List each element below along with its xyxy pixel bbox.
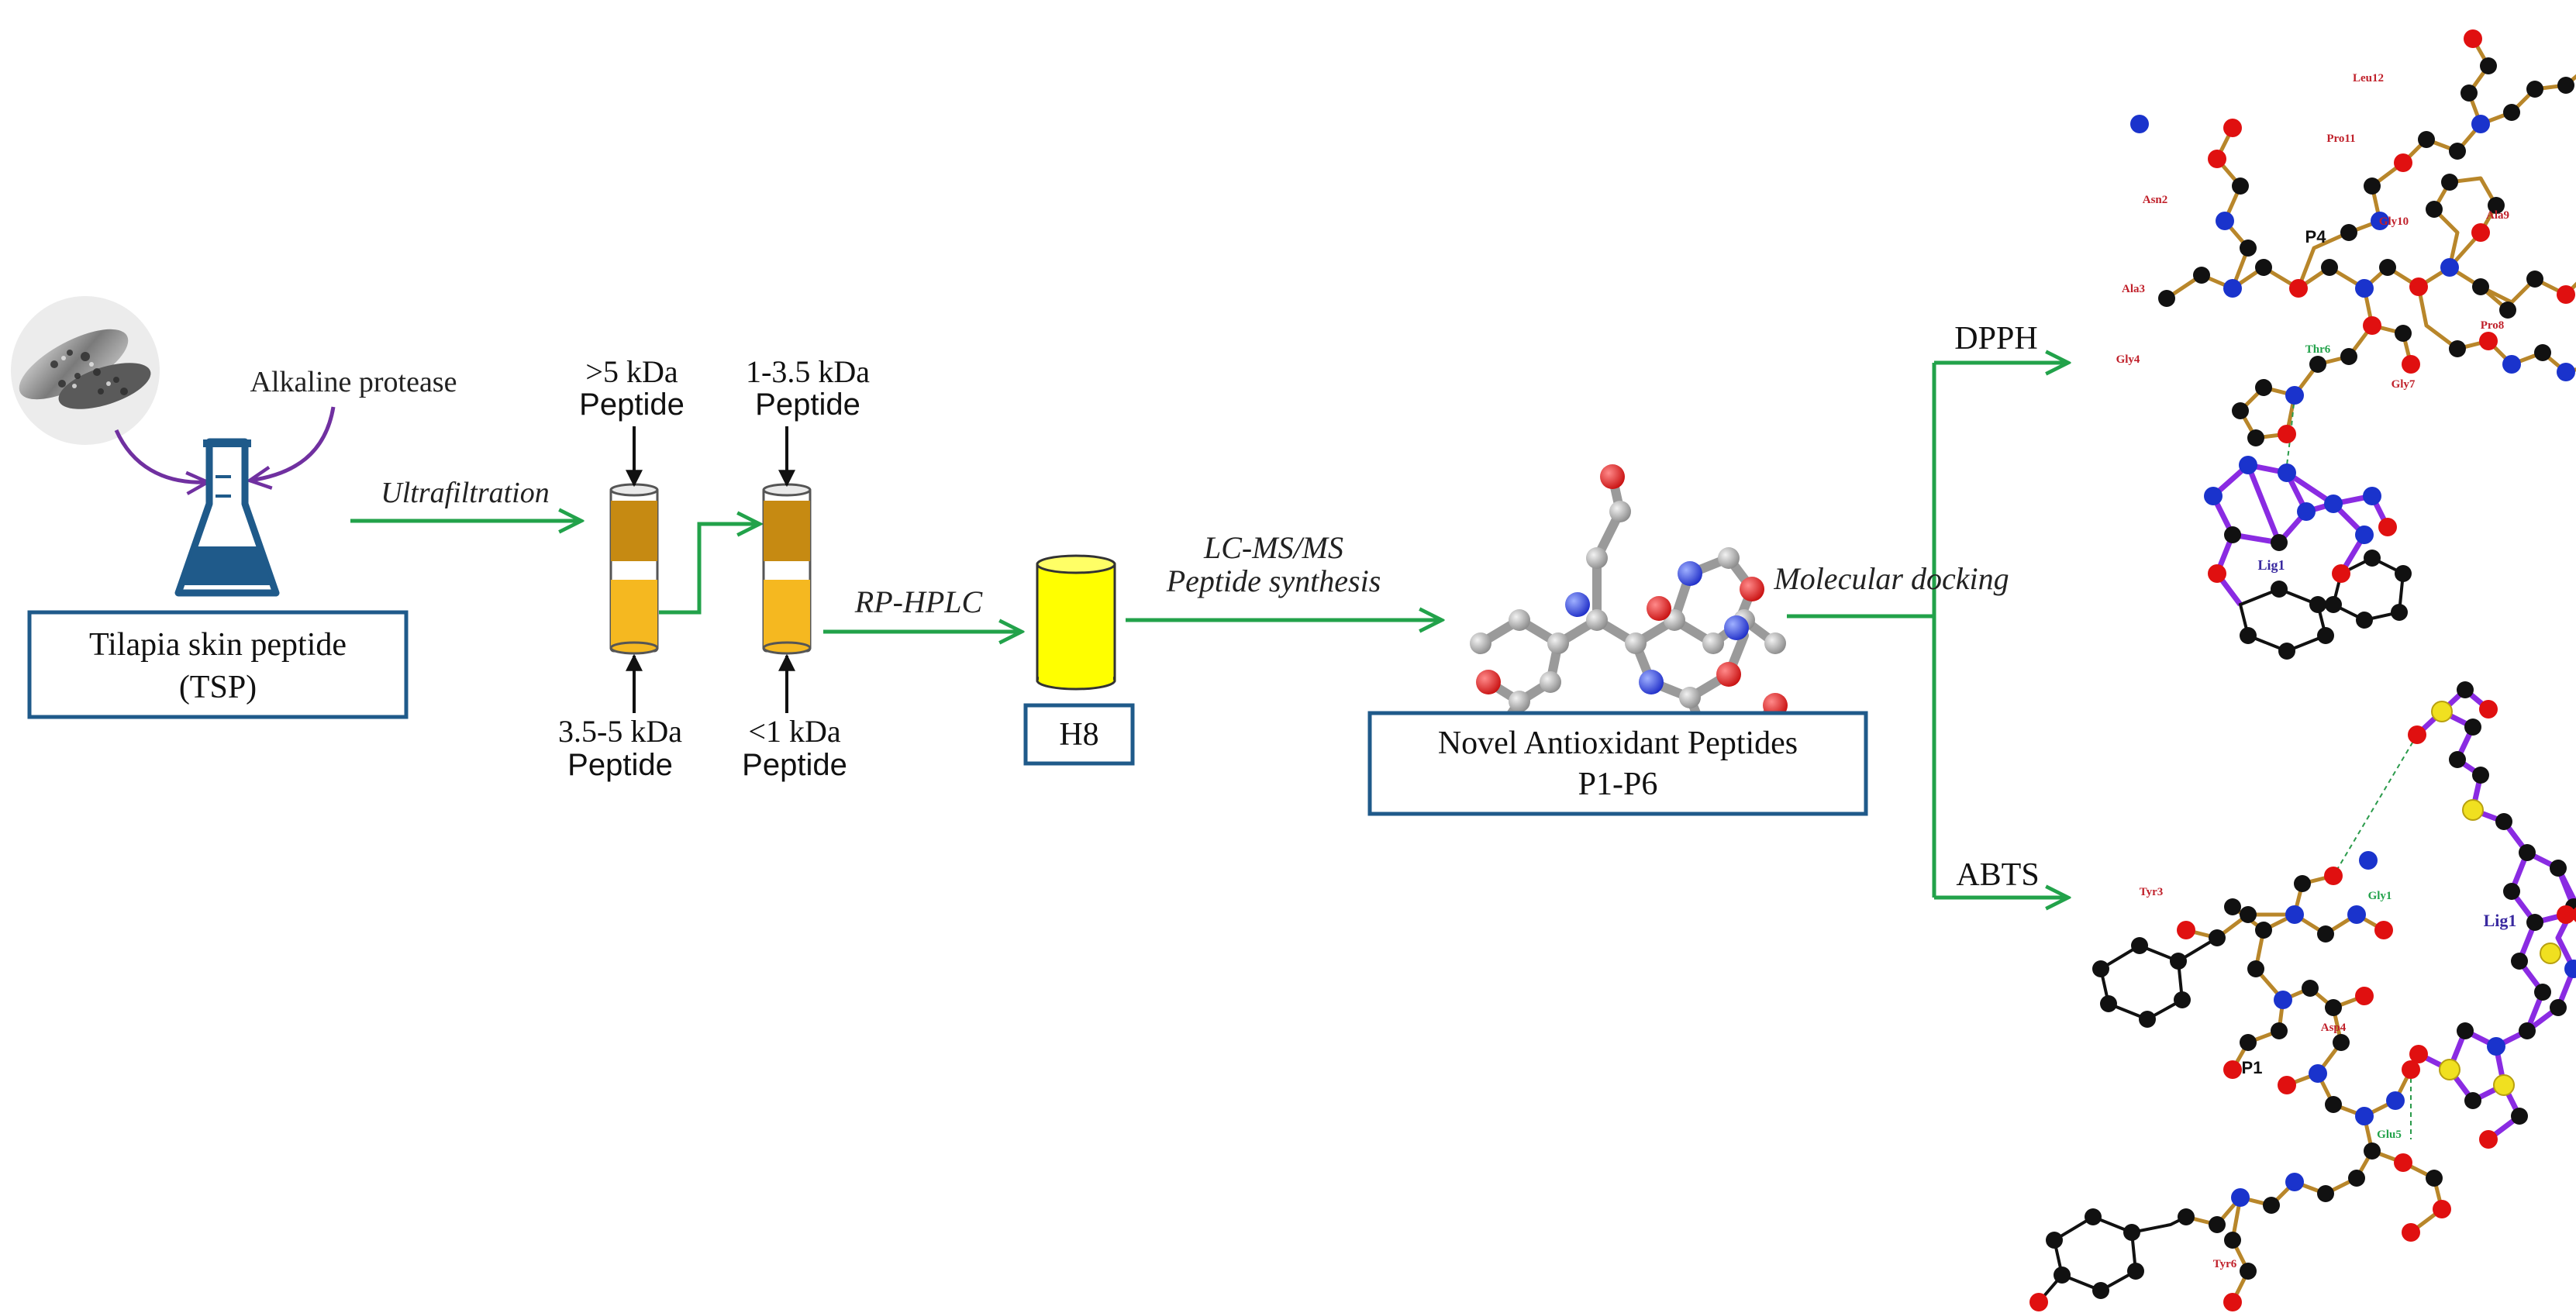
novel-peptides-line2: P1-P6 (1578, 767, 1658, 802)
fraction-35-5-line1: 3.5-5 kDa (558, 714, 682, 749)
h8-box: H8 (1023, 703, 1135, 766)
residue-tyr3: Tyr3 (2140, 886, 2164, 898)
tsp-box-line1: Tilapia skin peptide (89, 627, 347, 663)
tsp-box-line2: (TSP) (179, 670, 257, 705)
molecular-docking-label: Molecular docking (1773, 561, 2009, 596)
lcms-label-line1: LC-MS/MS (1203, 530, 1343, 565)
residue-pro8: Pro8 (2481, 319, 2505, 332)
flask-icon (174, 438, 280, 597)
tube-2 (762, 483, 812, 655)
residue-tyr6: Tyr6 (2213, 1258, 2237, 1270)
residue-gly1: Gly1 (2368, 890, 2392, 902)
novel-peptides-box: Novel Antioxidant Peptides P1-P6 (1367, 711, 1868, 816)
tsp-box: Tilapia skin peptide (TSP) (27, 610, 409, 719)
residue-asn2: Asn2 (2143, 194, 2168, 206)
fraction-35-5-line2: Peptide (567, 748, 673, 782)
ultrafiltration-label: Ultrafiltration (381, 477, 549, 509)
novel-peptides-line1: Novel Antioxidant Peptides (1438, 725, 1798, 761)
residue-thr6: Thr6 (2305, 343, 2331, 356)
abts-docking-structure: Tyr3 Gly1 Asp4 Glu5 Tyr6 P1 Lig1 (2029, 681, 2576, 1311)
tube-1 (609, 483, 659, 655)
fraction-lt1-line1: <1 kDa (748, 714, 840, 749)
fraction-1-35-line2: Peptide (755, 388, 860, 422)
residue-asp4: Asp4 (2321, 1022, 2347, 1034)
fish-skin-photo (11, 296, 160, 445)
residue-ala3: Ala3 (2122, 283, 2145, 295)
fraction-1-35-line1: 1-3.5 kDa (746, 354, 870, 389)
peptide-3d-atoms (1445, 464, 1788, 756)
residue-gly10: Gly10 (2379, 215, 2409, 228)
rp-hplc-label: RP-HPLC (854, 584, 984, 619)
fraction-gt5-line1: >5 kDa (585, 354, 678, 389)
h8-label: H8 (1059, 717, 1098, 753)
residue-gly4: Gly4 (2116, 353, 2140, 366)
photo-to-flask-arrow (114, 429, 208, 482)
abts-peptide-label: P1 (2242, 1058, 2263, 1077)
abts-label: ABTS (1956, 857, 2039, 893)
tube1-to-tube2-arrow (659, 524, 760, 615)
dpph-label: DPPH (1954, 321, 2037, 357)
protease-to-flask-arrow (250, 406, 336, 481)
fraction-gt5-line2: Peptide (579, 388, 685, 422)
h8-cylinder-icon (1036, 554, 1116, 691)
residue-pro11: Pro11 (2326, 133, 2355, 145)
residue-ala9: Ala9 (2486, 209, 2509, 222)
dpph-docking-structure: Leu12 Pro11 Asn2 Gly10 Ala9 Ala3 Thr6 Pr… (2116, 29, 2576, 660)
lcms-label-line2: Peptide synthesis (1166, 563, 1381, 598)
dpph-ligand-label: Lig1 (2257, 557, 2285, 573)
docking-branch (1787, 363, 2068, 898)
residue-leu12: Leu12 (2353, 72, 2384, 84)
fraction-lt1-line2: Peptide (742, 748, 847, 782)
alkaline-protease-label: Alkaline protease (250, 366, 457, 398)
residue-gly7: Gly7 (2392, 378, 2416, 391)
dpph-peptide-label: P4 (2305, 227, 2327, 246)
abts-ligand-label: Lig1 (2484, 911, 2517, 930)
residue-glu5: Glu5 (2377, 1129, 2402, 1141)
